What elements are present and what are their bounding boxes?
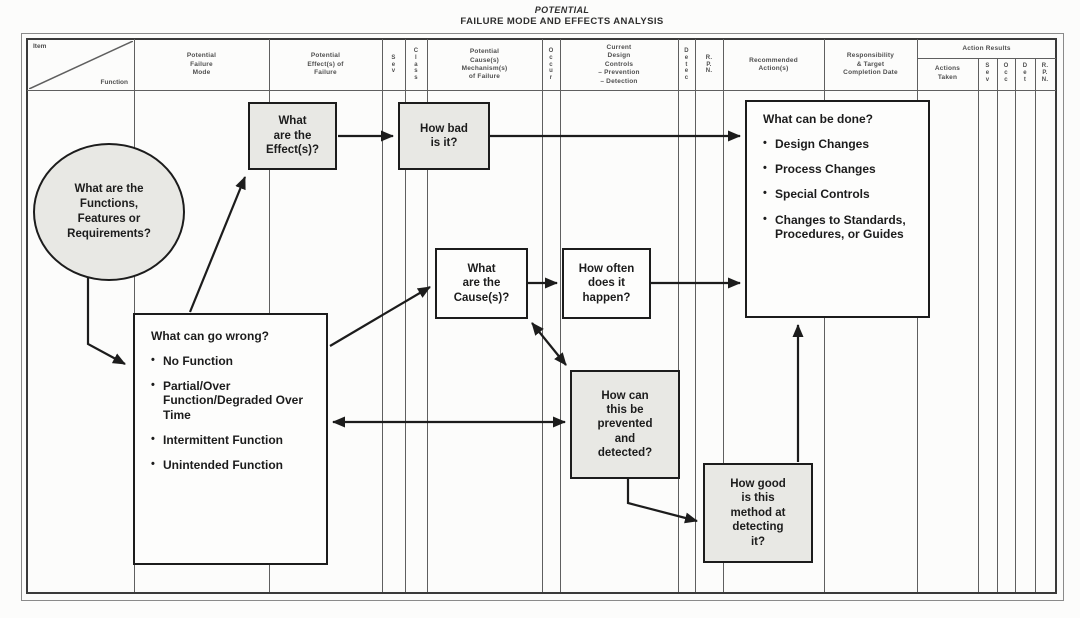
header-item-function: Item Function xyxy=(28,40,134,90)
bullet-item: • Process Changes xyxy=(763,162,918,176)
bullet-dot: • xyxy=(151,457,155,470)
bullet-text: Unintended Function xyxy=(163,457,283,472)
title-fmea: FAILURE MODE AND EFFECTS ANALYSIS xyxy=(460,16,664,27)
bullet-text: Intermittent Function xyxy=(163,432,283,447)
header-effects: Potential Effect(s) of Failure xyxy=(307,52,344,77)
bullet-item: • No Function xyxy=(151,354,316,368)
page-title: POTENTIAL FAILURE MODE AND EFFECTS ANALY… xyxy=(22,5,1080,27)
header-class: C l a s s xyxy=(413,47,419,82)
go-wrong-box: What can go wrong? • No Function • Partial/… xyxy=(133,313,328,565)
bullet-text: Partial/Over Function/Degraded Over Time xyxy=(163,379,304,422)
column-line xyxy=(723,39,724,592)
bullet-dot: • xyxy=(151,354,155,367)
bullet-dot: • xyxy=(151,379,155,392)
header-occ2: O c c xyxy=(1003,63,1009,83)
prevented-box: How can this be prevented and detected? xyxy=(570,370,680,479)
action-results-divider xyxy=(917,58,1056,59)
header-sev2: S e v xyxy=(985,63,990,83)
bullet-text: Special Controls xyxy=(775,187,870,202)
diagonal-line xyxy=(28,40,134,90)
column-line xyxy=(427,39,428,592)
bullet-text: Process Changes xyxy=(775,162,876,177)
header-rpn2: R. P. N. xyxy=(1041,63,1049,83)
column-line xyxy=(678,39,679,592)
bullet-dot: • xyxy=(763,212,767,225)
header-det2: D e t xyxy=(1022,63,1028,83)
what-done-box: What can be done? • Design Changes • Proces… xyxy=(745,100,930,318)
header-function: Function xyxy=(100,79,128,86)
bullet-item: • Partial/Over Function/Degraded Over Tim… xyxy=(151,379,316,421)
bullet-dot: • xyxy=(763,187,767,200)
header-bottom-line xyxy=(27,90,1056,91)
column-line xyxy=(997,58,998,592)
header-sev: S e v xyxy=(391,54,396,75)
header-detec: D e t e c xyxy=(684,47,689,82)
bullet-text: Design Changes xyxy=(775,137,870,152)
form-inner-border xyxy=(26,38,1057,594)
column-line xyxy=(1015,58,1016,592)
bullet-text: Changes to Standards, Procedures, or Gui… xyxy=(775,212,906,241)
header-cause: Potential Cause(s) Mechanism(s) of Failu… xyxy=(461,48,508,81)
header-item: Item xyxy=(33,43,47,50)
bullet-dot: • xyxy=(763,162,767,175)
what-done-title: What can be done? xyxy=(763,112,874,126)
column-line xyxy=(542,39,543,592)
column-line xyxy=(695,39,696,592)
bullet-dot: • xyxy=(151,432,155,445)
form-outer-border xyxy=(21,33,1064,601)
header-rpn: R. P. N. xyxy=(705,54,713,75)
bullet-item: • Changes to Standards, Procedures, or Gu… xyxy=(763,213,918,241)
go-wrong-title: What can go wrong? xyxy=(151,329,269,343)
go-wrong-bullets: • No Function • Partial/Over Function/Degra… xyxy=(151,354,316,472)
effects-box: What are the Effect(s)? xyxy=(248,102,337,170)
header-action-results: Action Results xyxy=(962,44,1011,52)
bullet-item: • Intermittent Function xyxy=(151,433,316,447)
causes-box: What are the Cause(s)? xyxy=(435,248,528,319)
bullet-text: No Function xyxy=(163,354,233,369)
bullet-item: • Design Changes xyxy=(763,137,918,151)
how-good-box: How good is this method at detecting it? xyxy=(703,463,813,563)
header-actions-taken: Actions Taken xyxy=(934,65,961,81)
header-responsibility: Responsibility & Target Completion Date xyxy=(843,52,898,77)
how-bad-box: How bad is it? xyxy=(398,102,490,170)
column-line xyxy=(1035,58,1036,592)
bullet-dot: • xyxy=(763,137,767,150)
header-recommended: Recommended Action(s) xyxy=(749,56,798,72)
column-line xyxy=(978,58,979,592)
header-controls: Current Design Controls – Prevention – D… xyxy=(598,43,640,85)
column-line xyxy=(560,39,561,592)
functions-ellipse: What are the Functions, Features or Requ… xyxy=(33,143,185,281)
column-line xyxy=(405,39,406,592)
what-done-bullets: • Design Changes • Process Changes • Special … xyxy=(763,137,918,241)
bullet-item: • Unintended Function xyxy=(151,458,316,472)
how-often-box: How often does it happen? xyxy=(562,248,651,319)
title-potential: POTENTIAL xyxy=(534,5,590,15)
header-occur: O c c u r xyxy=(548,47,554,82)
header-failure-mode: Potential Failure Mode xyxy=(186,52,217,77)
bullet-item: • Special Controls xyxy=(763,187,918,201)
